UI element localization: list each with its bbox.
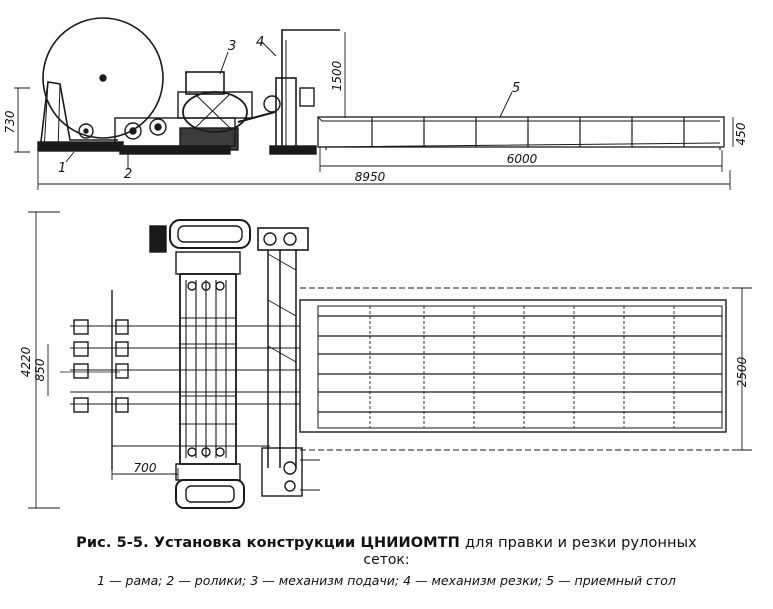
label-4: 4 [256,35,264,50]
caption-title-cont: сеток: [363,552,410,568]
dim-850: 850 [33,358,47,381]
label-5: 5 [512,81,520,96]
dim-2500: 2500 [735,356,749,387]
dim-6000: 6000 [507,152,538,166]
cutting-mechanism-side [269,29,340,155]
frame-side [39,81,118,151]
roll-frame-plan [47,290,300,480]
label-2: 2 [124,167,132,182]
feed-mechanism-plan [149,219,251,509]
caption-title-rest: для правки и резки рулонных [465,535,697,551]
caption-legend: 1 — рама; 2 — ролики; 3 — механизм подач… [97,573,676,588]
mesh-roll [42,17,164,139]
technical-drawing: 730 1500 450 6000 8950 4220 2500 850 700… [3,17,752,509]
dim-8950: 8950 [355,170,386,184]
caption-title: Рис. 5-5. Установка конструкции ЦНИИОМТП… [0,534,773,552]
dim-730: 730 [3,110,17,133]
side-view [14,17,734,190]
plan-view [28,211,752,509]
feed-mechanism-side [177,71,253,151]
caption-fig-number: Рис. 5-5. [76,535,149,551]
caption-title-main: Установка конструкции ЦНИИОМТП [153,535,460,551]
dim-450: 450 [734,122,748,145]
cutting-mechanism-plan [257,227,320,497]
receiving-table-plan [299,287,742,451]
dim-4220: 4220 [19,346,33,377]
label-1: 1 [58,161,66,176]
receiving-table-side [317,116,725,150]
label-3: 3 [228,39,236,54]
figure-caption: Рис. 5-5. Установка конструкции ЦНИИОМТП… [0,534,773,590]
dim-1500: 1500 [330,60,344,91]
dim-700: 700 [134,461,157,475]
